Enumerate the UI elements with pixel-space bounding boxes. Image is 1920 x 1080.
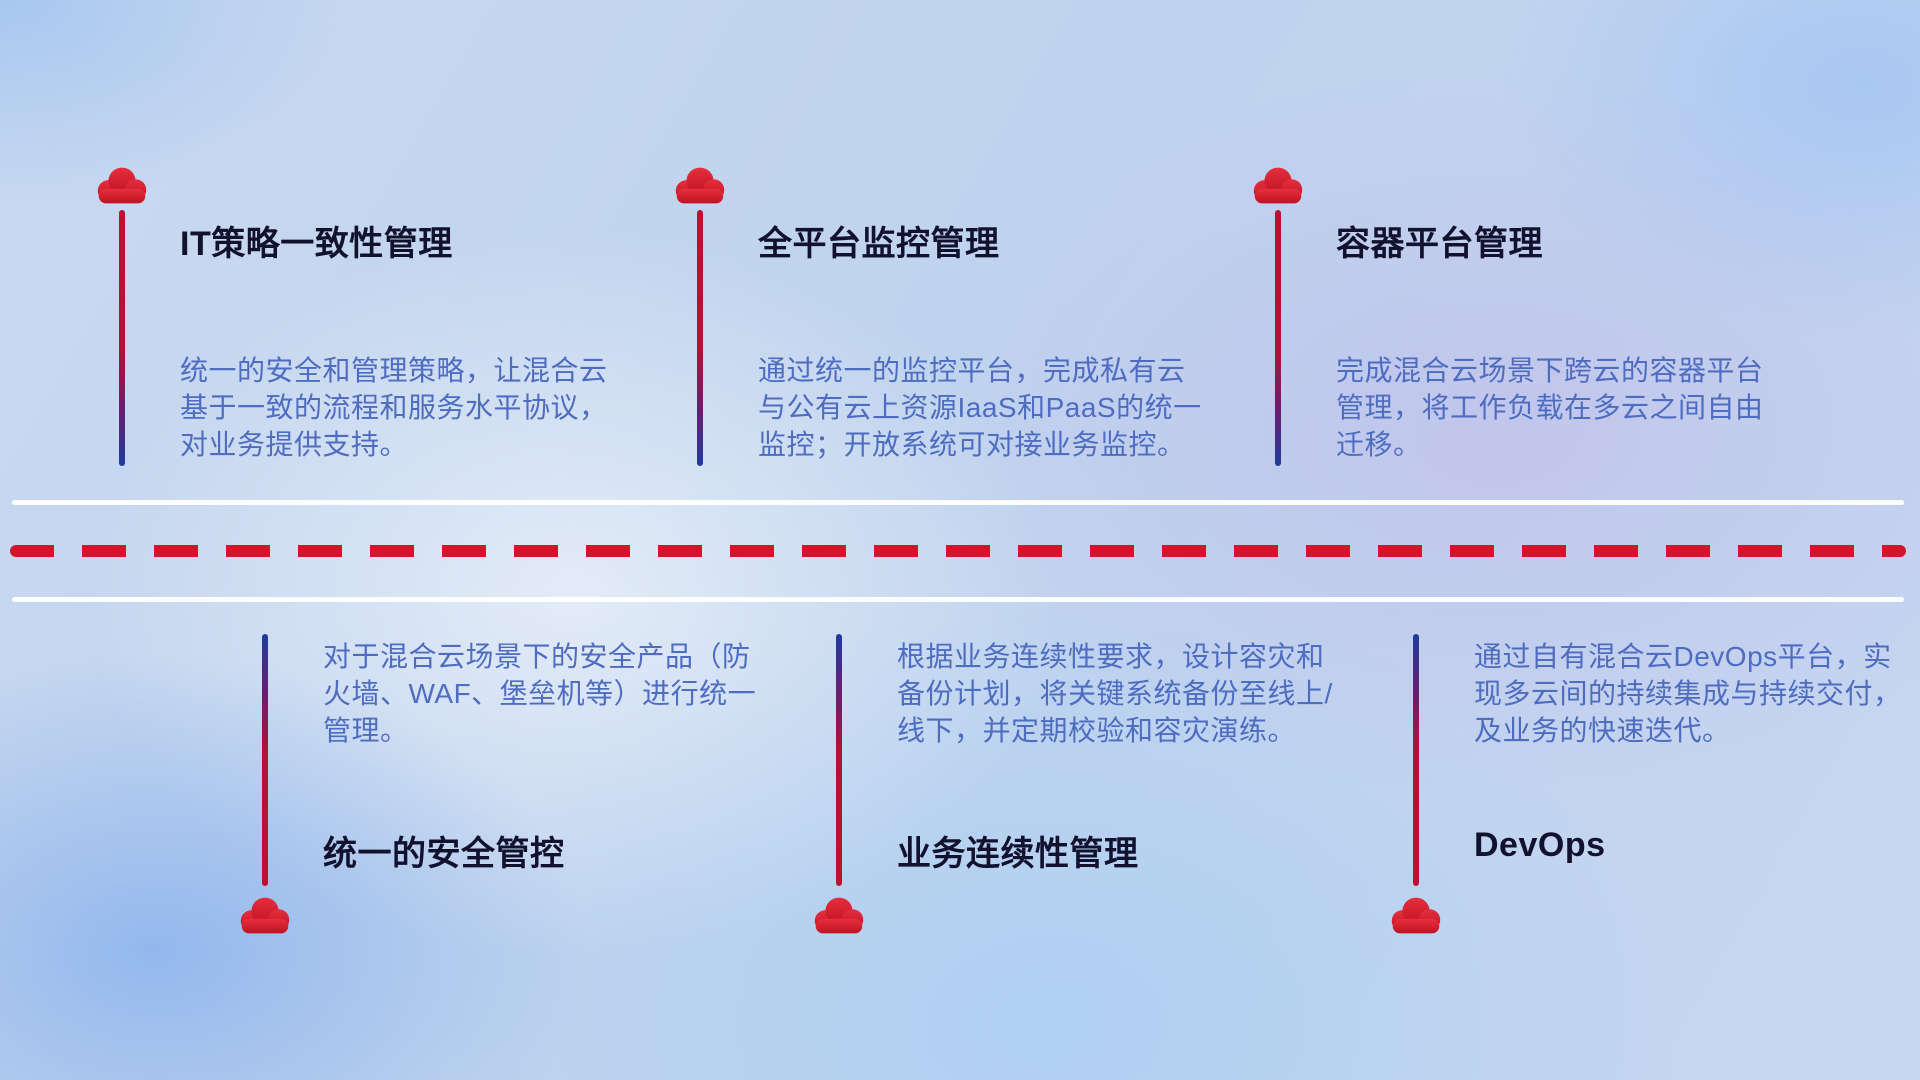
timeline-stem — [836, 634, 842, 886]
timeline-stem — [1413, 634, 1419, 886]
timeline-stem — [119, 210, 125, 466]
capability-description: 统一的安全和管理策略，让混合云基于一致的流程和服务水平协议，对业务提供支持。 — [180, 355, 608, 460]
timeline-solid-line-top — [12, 500, 1904, 505]
capability-title: 统一的安全管控 — [323, 835, 565, 873]
timeline-stem — [1275, 210, 1281, 466]
cloud-icon — [91, 162, 153, 208]
capability-description: 根据业务连续性要求，设计容灾和备份计划，将关键系统备份至线上/线下，并定期校验和… — [897, 641, 1333, 746]
capability-item-container-platform: 容器平台管理 完成混合云场景下跨云的容器平台管理，将工作负载在多云之间自由迁移。 — [1238, 160, 1778, 480]
capability-description: 对于混合云场景下的安全产品（防火墙、WAF、堡垒机等）进行统一管理。 — [323, 641, 757, 746]
capability-item-monitoring: 全平台监控管理 通过统一的监控平台，完成私有云与公有云上资源IaaS和PaaS的… — [660, 160, 1202, 480]
cloud-icon — [1385, 892, 1447, 938]
timeline-dashed-line — [10, 545, 1906, 557]
capability-title: 业务连续性管理 — [897, 835, 1139, 873]
capability-title: 全平台监控管理 — [758, 225, 1000, 263]
capability-item-security-control: 对于混合云场景下的安全产品（防火墙、WAF、堡垒机等）进行统一管理。 统一的安全… — [225, 630, 765, 970]
capability-item-it-policy: IT策略一致性管理 统一的安全和管理策略，让混合云基于一致的流程和服务水平协议，… — [82, 160, 622, 480]
capability-item-business-continuity: 根据业务连续性要求，设计容灾和备份计划，将关键系统备份至线上/线下，并定期校验和… — [799, 630, 1339, 970]
capability-title: 容器平台管理 — [1336, 225, 1543, 263]
cloud-icon — [1247, 162, 1309, 208]
timeline-stem — [262, 634, 268, 886]
capability-description: 完成混合云场景下跨云的容器平台管理，将工作负载在多云之间自由迁移。 — [1336, 355, 1764, 460]
capability-item-devops: 通过自有混合云DevOps平台，实现多云间的持续集成与持续交付，及业务的快速迭代… — [1376, 630, 1916, 970]
capability-description: 通过统一的监控平台，完成私有云与公有云上资源IaaS和PaaS的统一监控；开放系… — [758, 355, 1202, 460]
cloud-icon — [808, 892, 870, 938]
cloud-icon — [234, 892, 296, 938]
capability-title: DevOps — [1474, 826, 1606, 864]
cloud-icon — [669, 162, 731, 208]
timeline-stem — [697, 210, 703, 466]
capability-description: 通过自有混合云DevOps平台，实现多云间的持续集成与持续交付，及业务的快速迭代… — [1474, 641, 1902, 746]
timeline-solid-line-bottom — [12, 597, 1904, 602]
capability-title: IT策略一致性管理 — [180, 225, 453, 263]
